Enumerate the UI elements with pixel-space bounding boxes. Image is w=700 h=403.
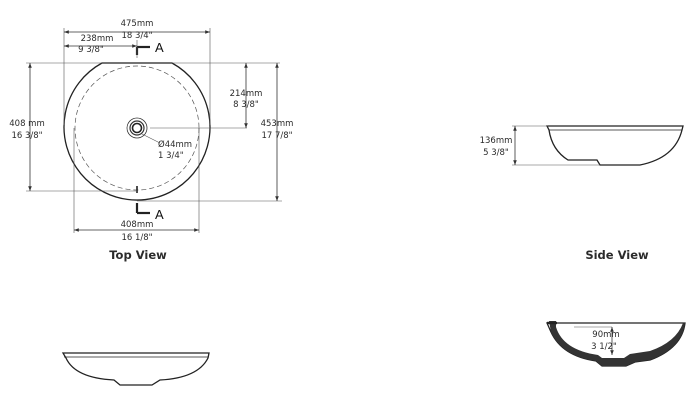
dim-offset-inch: 9 3/8" — [78, 45, 104, 55]
drain-icon — [126, 117, 148, 139]
dim-length-inch: 17 7/8" — [261, 131, 292, 141]
dim-waste-mm: Ø44mm — [158, 139, 192, 150]
section-label-bottom: A — [155, 207, 164, 222]
section-label-top: A — [155, 40, 164, 55]
section-view: 90mm 3 1/2" — [545, 321, 686, 367]
dim-side-height-mm: 136mm — [480, 136, 513, 146]
side-view-title: Side View — [585, 248, 649, 262]
side-view: 136mm 5 3/8" Side View — [480, 125, 684, 262]
section-marker-bottom: A — [135, 203, 164, 222]
dim-width-mm: 475mm — [121, 19, 154, 29]
basin-outline-side — [545, 125, 684, 166]
dim-width-inch: 18 3/4" — [121, 31, 152, 41]
top-view: A A 475mm 18 3/4" 238mm 9 3/8" 408 mm 16… — [9, 19, 293, 262]
dim-bottom-width-inch: 16 1/8" — [121, 233, 152, 243]
basin-section-wall — [549, 321, 685, 366]
waste-leader — [141, 133, 161, 144]
dim-side-height-inch: 5 3/8" — [483, 148, 509, 158]
dim-height-mm: 408 mm — [9, 119, 45, 129]
section-marker-top: A — [135, 40, 164, 55]
dim-depth-mm: 90mm — [592, 330, 619, 340]
dim-waste-inch: 1 3/4" — [158, 151, 184, 161]
dim-depth-inch: 3 1/2" — [591, 342, 617, 352]
dim-bottom-width-mm: 408mm — [121, 220, 154, 230]
dim-center-mm: 214mm — [230, 89, 263, 99]
dim-length-mm: 453mm — [261, 119, 294, 129]
dim-center-inch: 8 3/8" — [233, 100, 259, 110]
dim-height-inch: 16 3/8" — [11, 131, 42, 141]
front-elevation — [61, 352, 210, 386]
dim-offset-mm: 238mm — [81, 34, 114, 44]
top-view-title: Top View — [109, 248, 167, 262]
basin-outline-front — [61, 352, 210, 386]
